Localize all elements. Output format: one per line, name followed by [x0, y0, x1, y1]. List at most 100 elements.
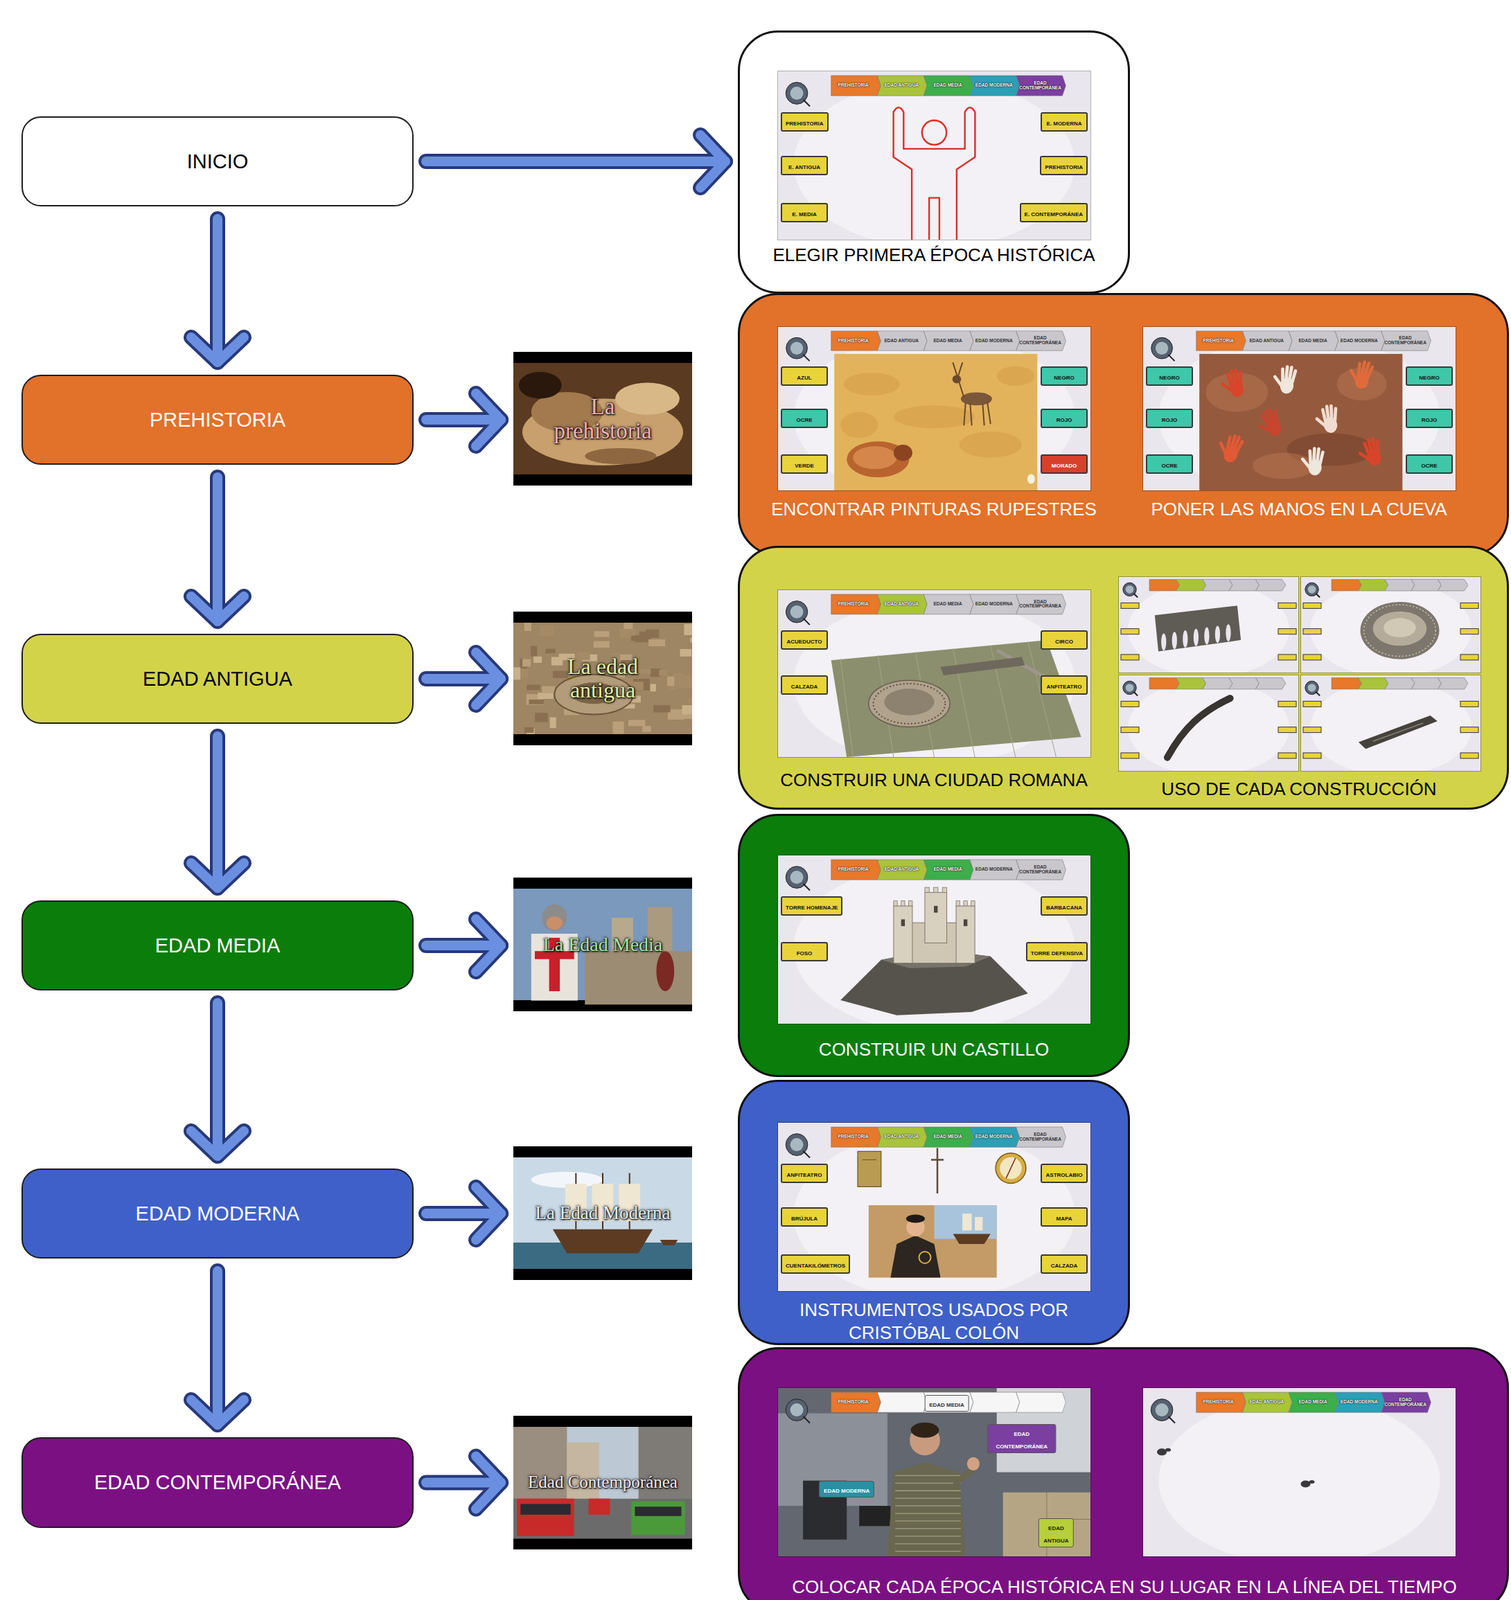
- art-line: [987, 402, 991, 424]
- art-polygon: [1255, 579, 1286, 592]
- art-ellipse: [1252, 453, 1315, 480]
- art-rect: [513, 667, 521, 680]
- arrow-shaft: [426, 1478, 501, 1489]
- button-label: ASTROLABIO: [1046, 1172, 1083, 1179]
- caption-holder: ELEGIR PRIMERA ÉPOCA HISTÓRICA: [750, 243, 1118, 267]
- art-g: [785, 1127, 1075, 1292]
- art-rect: [526, 684, 541, 691]
- art-rect: [588, 1499, 610, 1516]
- art-polygon: [877, 1392, 927, 1413]
- button-label: OCRE: [1420, 462, 1437, 470]
- video-thumbnail: Edad Contemporánea: [513, 1416, 693, 1550]
- art-polygon: [1016, 859, 1067, 880]
- button-label: ANFITEATRO: [1046, 683, 1083, 691]
- art-polygon: [1149, 579, 1180, 592]
- arrow-shaft: [212, 1271, 223, 1426]
- art-line: [956, 1470, 973, 1483]
- art-rect: [513, 1427, 567, 1508]
- art-polygon: [923, 75, 974, 96]
- video-thumbnail: La edad antigua: [513, 611, 693, 746]
- button-label: BRÚJULA: [791, 1215, 818, 1223]
- art-rect: [550, 717, 557, 729]
- art-rect: [650, 683, 657, 692]
- timeline-label: EDAD MODERNA: [975, 867, 1013, 873]
- art-polygon: [1202, 579, 1233, 592]
- art-polygon: [1175, 579, 1206, 592]
- art-line: [895, 1551, 961, 1552]
- art-rect: [552, 671, 569, 679]
- art-polygon: [831, 75, 882, 96]
- art-line: [895, 1498, 961, 1500]
- screenshot-art: [1143, 1388, 1456, 1557]
- art-polygon: [1381, 331, 1432, 351]
- app-button: ASTROLABIO: [1040, 1163, 1088, 1184]
- art-rect: [1278, 602, 1297, 609]
- activity-panel: PREHISTORIAEDAD ANTIGUAEDAD MEDIAEDAD MO…: [737, 545, 1509, 810]
- art-line: [1373, 723, 1424, 742]
- timeline-segment-label: EDAD ANTIGUA: [1245, 331, 1288, 351]
- timeline-segment-label: EDAD CONTEMPORÁNEA: [1019, 331, 1062, 351]
- art-polygon: [831, 594, 882, 615]
- art-rect: [513, 363, 693, 475]
- era-badge: EDAD MEDIA: [924, 1395, 970, 1412]
- art-polygon: [1202, 678, 1233, 691]
- art-polygon: [831, 859, 882, 880]
- caption-holder: COLOCAR CADA ÉPOCA HISTÓRICA EN SU LUGAR…: [743, 1576, 1506, 1599]
- art-ellipse: [1204, 627, 1209, 645]
- timeline-segment-label: EDAD MODERNA: [973, 75, 1015, 96]
- arrow-shaft: [209, 736, 226, 889]
- era-box: EDAD CONTEMPORÁNEA: [21, 1437, 414, 1529]
- caption-holder: ENCONTRAR PINTURAS RUPESTRES: [753, 498, 1115, 521]
- arrow-shaft: [209, 477, 226, 622]
- button-label: FOSO: [796, 950, 813, 957]
- art-rect: [857, 1151, 882, 1187]
- timeline-segment-label: PREHISTORIA: [832, 859, 875, 880]
- timeline-label: EDAD CONTEMPORÁNEA: [1019, 865, 1062, 876]
- art-rect: [653, 705, 671, 713]
- art-polygon: [1196, 331, 1247, 351]
- timeline-segment-label: PREHISTORIA: [832, 331, 875, 351]
- app-button: ROJO: [1040, 408, 1088, 429]
- app-button: ROJO: [1145, 408, 1194, 429]
- art-line: [895, 1528, 961, 1530]
- art-ellipse: [1172, 631, 1178, 650]
- app-button: BARBACANA: [1040, 896, 1088, 916]
- timeline-label: EDAD MEDIA: [933, 1134, 962, 1140]
- arrow-shaft: [426, 674, 501, 684]
- art-g: [1272, 365, 1297, 395]
- arrow-head: [475, 393, 501, 447]
- video-thumbnail: La Edad Moderna: [513, 1146, 693, 1281]
- art-ellipse: [893, 405, 975, 429]
- screenshot-art: [1301, 675, 1481, 772]
- button-label: PREHISTORIA: [785, 120, 824, 127]
- art-polygon: [1357, 678, 1388, 691]
- app-button: CALZADA: [1040, 1254, 1088, 1275]
- art-rect: [1303, 701, 1322, 707]
- art-line: [1315, 593, 1320, 598]
- art-g: [1315, 405, 1338, 435]
- timeline-label: EDAD MEDIA: [933, 83, 962, 88]
- button-label: ROJO: [1056, 417, 1073, 424]
- button-label: ANFITEATRO: [787, 1172, 823, 1179]
- art-line: [1231, 370, 1234, 386]
- art-line: [1238, 372, 1243, 384]
- art-rect: [1460, 727, 1479, 733]
- timeline-segment-label: PREHISTORIA: [1197, 1392, 1240, 1413]
- art-ellipse: [906, 1214, 925, 1223]
- art-polygon: [831, 640, 1082, 758]
- era-label: INICIO: [187, 150, 249, 174]
- timeline-label: PREHISTORIA: [1202, 1400, 1234, 1406]
- era-box: INICIO: [21, 116, 414, 207]
- button-label: ROJO: [1161, 417, 1178, 424]
- screenshot-art: [1301, 577, 1481, 673]
- arrow-head: [475, 652, 501, 706]
- art-line: [1315, 692, 1320, 697]
- art-ellipse: [1127, 581, 1290, 673]
- art-line: [862, 1159, 877, 1161]
- art-rect: [933, 906, 938, 914]
- activity-panel: PREHISTORIAEDAD ANTIGUAEDAD MEDIAEDAD MO…: [737, 293, 1509, 557]
- art-line: [969, 403, 972, 426]
- flow-arrow: [191, 736, 244, 889]
- timeline-label: PREHISTORIA: [837, 338, 869, 344]
- art-polygon: [923, 859, 974, 880]
